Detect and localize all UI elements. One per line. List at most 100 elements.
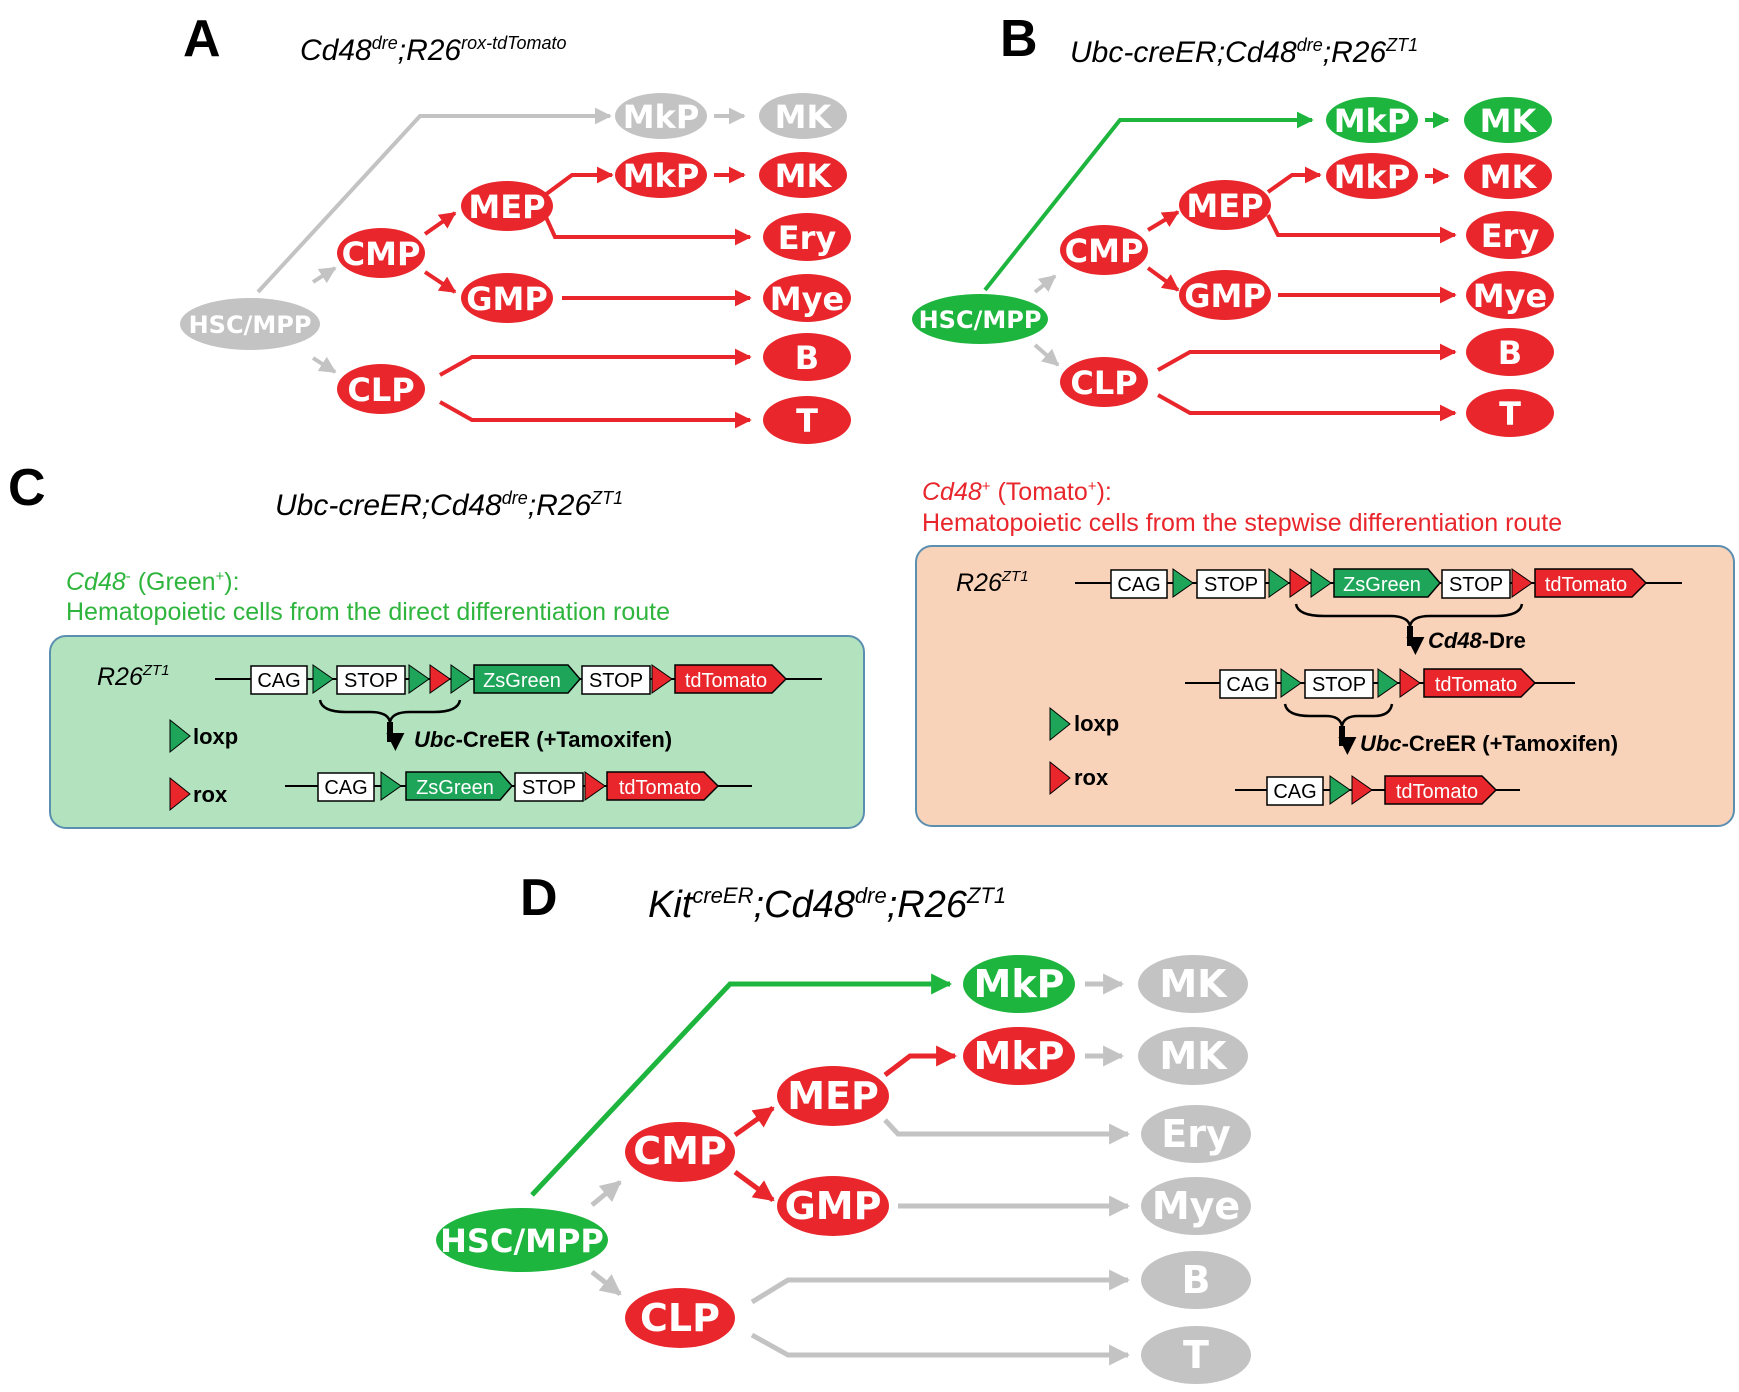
svg-text:B: B xyxy=(795,339,819,377)
svg-text:CAG: CAG xyxy=(257,670,300,692)
arrow-hsc-to-mkp-top xyxy=(983,111,1314,292)
svg-text:CLP: CLP xyxy=(347,371,414,409)
construct-initial: CAG STOP ZsGreen STOP tdTomato xyxy=(215,664,822,695)
arrow-hsc-to-clp xyxy=(590,1270,622,1296)
node-mkp: MkP xyxy=(615,152,707,198)
node-ery: Ery xyxy=(1141,1105,1251,1163)
node-mep: MEP xyxy=(777,1066,889,1126)
svg-text:ZsGreen: ZsGreen xyxy=(416,777,494,799)
svg-text:MEP: MEP xyxy=(787,1074,879,1118)
svg-text:MkP: MkP xyxy=(1334,102,1411,140)
loxp-site xyxy=(450,664,472,694)
svg-text:MK: MK xyxy=(1159,1034,1228,1078)
panel-letter-b: B xyxy=(1000,10,1038,68)
svg-text:CLP: CLP xyxy=(640,1296,720,1340)
stop-element: STOP xyxy=(514,772,584,802)
svg-text:Mye: Mye xyxy=(1473,277,1547,315)
node-cmp: CMP xyxy=(625,1122,735,1182)
node-mkp-top: MkP xyxy=(1326,97,1418,143)
svg-text:HSC/MPP: HSC/MPP xyxy=(189,311,312,339)
node-mye: Mye xyxy=(1141,1177,1251,1235)
node-b: B xyxy=(1466,328,1554,376)
svg-text:STOP: STOP xyxy=(344,670,398,692)
node-mk: MK xyxy=(759,152,847,198)
arrow-cmp-to-mep xyxy=(733,1105,775,1138)
node-clp: CLP xyxy=(337,364,425,414)
svg-text:STOP: STOP xyxy=(1312,674,1366,696)
arrow-cmp-to-gmp xyxy=(423,270,457,294)
construct-recombined: CAG ZsGreen STOP tdTomato xyxy=(285,771,752,802)
node-b: B xyxy=(763,333,851,381)
arrow-cmp-to-gmp xyxy=(733,1169,775,1203)
rox-site xyxy=(1511,568,1533,598)
rox-legend: rox xyxy=(1049,760,1109,796)
svg-text:tdTomato: tdTomato xyxy=(619,777,701,799)
svg-text:STOP: STOP xyxy=(589,670,643,692)
node-clp: CLP xyxy=(1060,357,1148,407)
construct-intermediate: CAG STOP tdTomato xyxy=(1185,668,1575,699)
loxp-site xyxy=(1172,568,1194,598)
tdtomato-element: tdTomato xyxy=(674,664,788,694)
loxp-site xyxy=(312,664,334,694)
node-cmp: CMP xyxy=(337,228,425,278)
node-mkp: MkP xyxy=(1326,153,1418,199)
rox-site xyxy=(1289,568,1311,598)
loxp-site xyxy=(380,771,402,801)
svg-text:T: T xyxy=(1183,1333,1209,1377)
cd48-dre-label: Cd48-Dre xyxy=(1428,628,1526,653)
tdtomato-element: tdTomato xyxy=(1423,668,1537,698)
arrow-hsc-to-cmp xyxy=(1033,274,1057,294)
svg-text:MK: MK xyxy=(1480,102,1538,140)
arrow-clp-to-b xyxy=(1157,343,1457,372)
r26-label: R26ZT1 xyxy=(97,662,170,691)
rox-site xyxy=(1351,775,1373,805)
construct-initial: CAG STOP ZsGreen STOP tdTomato xyxy=(1075,568,1682,599)
svg-text:tdTomato: tdTomato xyxy=(685,670,767,692)
loxp-site xyxy=(1280,668,1302,698)
node-mkp-top: MkP xyxy=(963,955,1075,1013)
arrow-cmp-to-gmp xyxy=(1146,266,1180,292)
svg-text:STOP: STOP xyxy=(522,777,576,799)
node-gmp: GMP xyxy=(461,273,553,323)
rox-site xyxy=(1399,668,1421,698)
svg-text:STOP: STOP xyxy=(1449,574,1503,596)
arrow-hsc-to-mkp-top xyxy=(530,973,953,1197)
tdtomato-element: tdTomato xyxy=(606,771,720,801)
svg-text:Ery: Ery xyxy=(1161,1112,1231,1156)
svg-text:MEP: MEP xyxy=(468,188,545,226)
panel-b-title: Ubc-creER;Cd48dre;R26ZT1 xyxy=(1070,35,1418,69)
cd48-negative-label: Cd48- (Green+): xyxy=(66,568,240,596)
arrow-clp-to-t xyxy=(750,1332,1131,1366)
panel-c: C Ubc-creER;Cd48dre;R26ZT1 Cd48- (Green+… xyxy=(8,459,1735,829)
svg-text:STOP: STOP xyxy=(1204,574,1258,596)
arrow-clp-to-b xyxy=(439,348,752,377)
node-cmp: CMP xyxy=(1060,225,1148,275)
panel-b: B Ubc-creER;Cd48dre;R26ZT1 HSC/MPP CMP C… xyxy=(912,10,1554,437)
node-mkp: MkP xyxy=(963,1027,1075,1085)
svg-text:MkP: MkP xyxy=(623,157,700,195)
svg-text:ZsGreen: ZsGreen xyxy=(483,670,561,692)
arrow-hsc-to-clp xyxy=(311,356,337,374)
svg-text:loxp: loxp xyxy=(193,724,238,749)
node-ery: Ery xyxy=(1466,211,1554,259)
arrow-cmp-to-mep xyxy=(1146,210,1180,232)
zsgreen-element: ZsGreen xyxy=(405,771,513,801)
tdtomato-element: tdTomato xyxy=(1534,568,1648,598)
stop-element: STOP xyxy=(581,665,651,695)
stepwise-route-description: Hematopoietic cells from the stepwise di… xyxy=(922,509,1562,537)
cag-element: CAG xyxy=(250,665,308,695)
node-mk: MK xyxy=(1138,1027,1248,1085)
direct-route-description: Hematopoietic cells from the direct diff… xyxy=(66,598,670,626)
panel-letter-c: C xyxy=(8,459,46,517)
svg-text:CAG: CAG xyxy=(1117,574,1160,596)
svg-text:MEP: MEP xyxy=(1186,187,1263,225)
node-gmp: GMP xyxy=(1179,270,1271,320)
svg-text:MK: MK xyxy=(775,98,833,136)
stop-element: STOP xyxy=(336,665,406,695)
node-b: B xyxy=(1141,1251,1251,1309)
rox-site xyxy=(651,664,673,694)
node-t: T xyxy=(763,396,851,444)
svg-text:ZsGreen: ZsGreen xyxy=(1343,574,1421,596)
arrow-mep-to-mkp xyxy=(543,166,614,197)
r26-label: R26ZT1 xyxy=(956,568,1029,597)
